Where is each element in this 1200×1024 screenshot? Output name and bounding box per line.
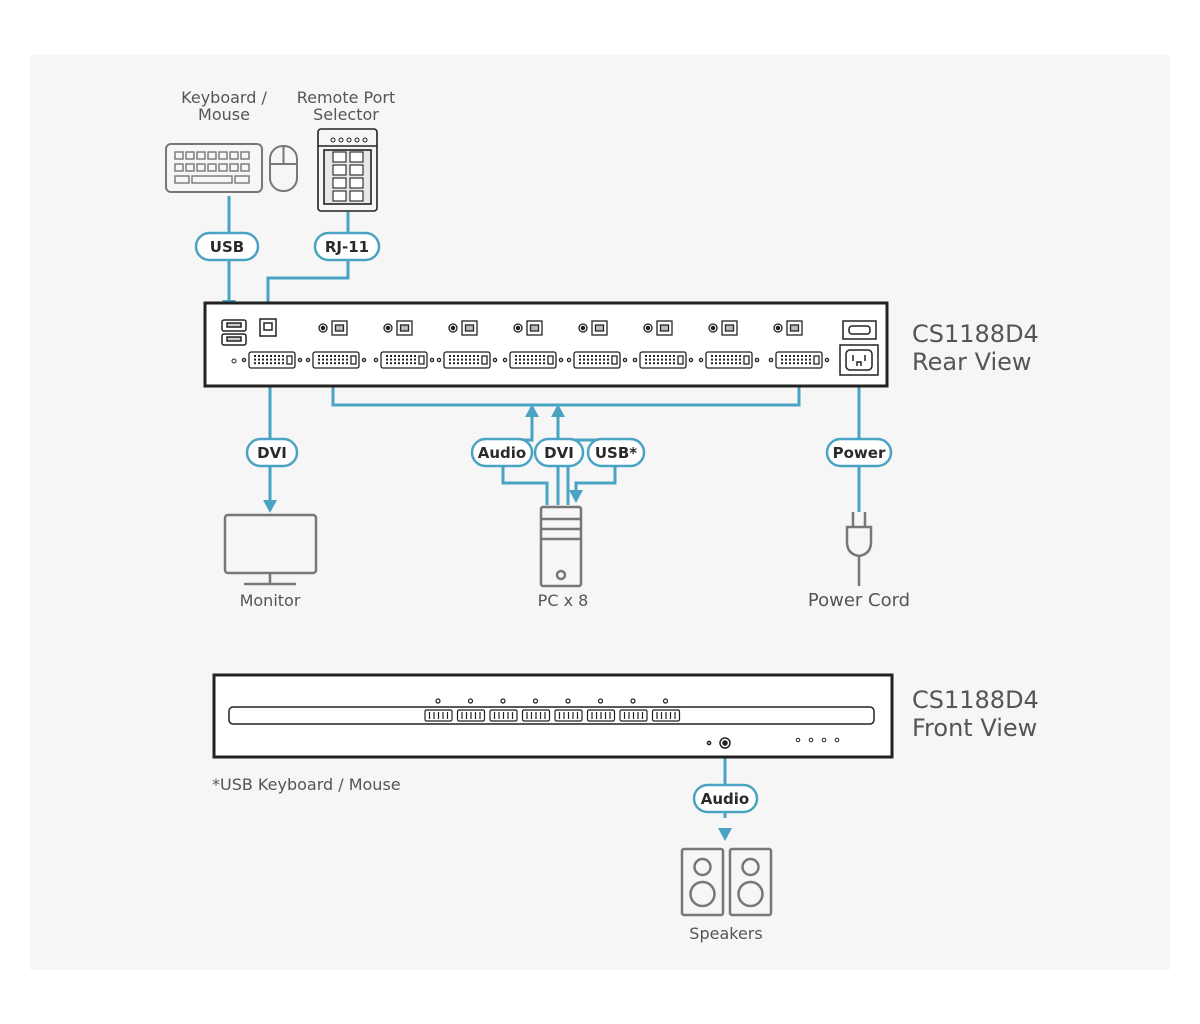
dvi-port-4: [436, 351, 498, 369]
audio-speakers-cable-label: Audio: [701, 790, 749, 808]
port-button-1: [424, 698, 453, 722]
monitor-label: Monitor: [240, 591, 301, 610]
port-button-7: [619, 698, 648, 722]
power-cord-label: Power Cord: [808, 590, 910, 611]
rj11-port: [259, 318, 277, 337]
usb-cable-label: USB: [210, 238, 244, 256]
usb-pc-cable-label: USB*: [595, 444, 637, 462]
usb-b-audio-port-5: [578, 320, 608, 336]
usb-b-ports: [318, 320, 803, 336]
port-button-6: [586, 698, 616, 722]
front-panel: [212, 673, 894, 759]
dvi-pc-cable-label: DVI: [544, 444, 574, 462]
rear-view-model: CS1188D4: [912, 320, 1039, 348]
pc-tower-icon: [539, 505, 583, 588]
usb-cable-pill: USB: [194, 231, 260, 262]
port-button-8: [651, 698, 681, 722]
mouse-icon: [269, 145, 298, 192]
remote-port-selector-icon: [317, 128, 378, 212]
usb-b-audio-port-4: [513, 320, 543, 336]
front-view-title: Front View: [912, 714, 1037, 742]
dvi-port-3: [373, 351, 435, 369]
power-socket: [839, 344, 879, 376]
port-button-4: [521, 698, 551, 722]
usb-b-audio-port-3: [448, 320, 478, 336]
dvi-ports: [241, 351, 830, 369]
dvi-port-7: [632, 351, 694, 369]
dvi-port-9: [768, 351, 830, 369]
front-slot-bar: [228, 706, 875, 725]
front-audio-jack: [706, 737, 731, 749]
usb-b-audio-port-1: [318, 320, 348, 336]
remote-port-selector-label-line1: Remote Port: [297, 88, 396, 107]
rear-panel: [203, 301, 889, 388]
dvi-port-5: [502, 351, 564, 369]
dvi-port-1: [241, 351, 303, 369]
speakers-icon: [680, 847, 773, 917]
pc-label: PC x 8: [538, 591, 589, 610]
speakers-label: Speakers: [689, 924, 762, 943]
rj11-cable-label: RJ-11: [325, 238, 369, 256]
usb-b-audio-port-7: [708, 320, 738, 336]
rear-view-title: Rear View: [912, 348, 1032, 376]
audio-speakers-cable-pill: Audio: [692, 783, 759, 814]
diagram-background: [30, 55, 1170, 970]
dvi-port-6: [566, 351, 628, 369]
dvi-port-8: [698, 351, 760, 369]
audio-pc-cable-label: Audio: [478, 444, 526, 462]
remote-port-selector-label-line2: Selector: [313, 105, 379, 124]
dvi-monitor-cable-pill: DVI: [245, 437, 299, 468]
usb-b-audio-port-6: [643, 320, 673, 336]
keyboard-icon: [165, 143, 263, 193]
usb-footnote: *USB Keyboard / Mouse: [212, 775, 401, 794]
power-cable-pill: Power: [825, 437, 893, 468]
front-status-leds: [795, 737, 840, 743]
port-button-5: [554, 698, 583, 722]
port-button-3: [489, 698, 518, 722]
monitor-icon: [223, 513, 318, 586]
front-view-model: CS1188D4: [912, 686, 1039, 714]
usb-pc-cable-pill: USB*: [586, 437, 646, 468]
usb-b-audio-port-2: [383, 320, 413, 336]
usb-console-ports: [221, 319, 247, 346]
dvi-monitor-cable-label: DVI: [257, 444, 287, 462]
power-switch: [842, 320, 877, 340]
audio-pc-cable-pill: Audio: [470, 437, 534, 468]
dvi-port-2: [305, 351, 367, 369]
rj11-cable-pill: RJ-11: [313, 231, 381, 262]
keyboard-label-line1: Keyboard /: [181, 88, 267, 107]
usb-b-audio-port-8: [773, 320, 803, 336]
power-plug-icon: [845, 512, 873, 586]
power-cable-label: Power: [833, 444, 886, 462]
dvi-pc-cable-pill: DVI: [533, 437, 585, 468]
port-button-2: [456, 698, 486, 722]
port-selection-buttons: [424, 698, 681, 722]
ground-screw: [231, 358, 237, 364]
keyboard-label-line2: Mouse: [198, 105, 250, 124]
